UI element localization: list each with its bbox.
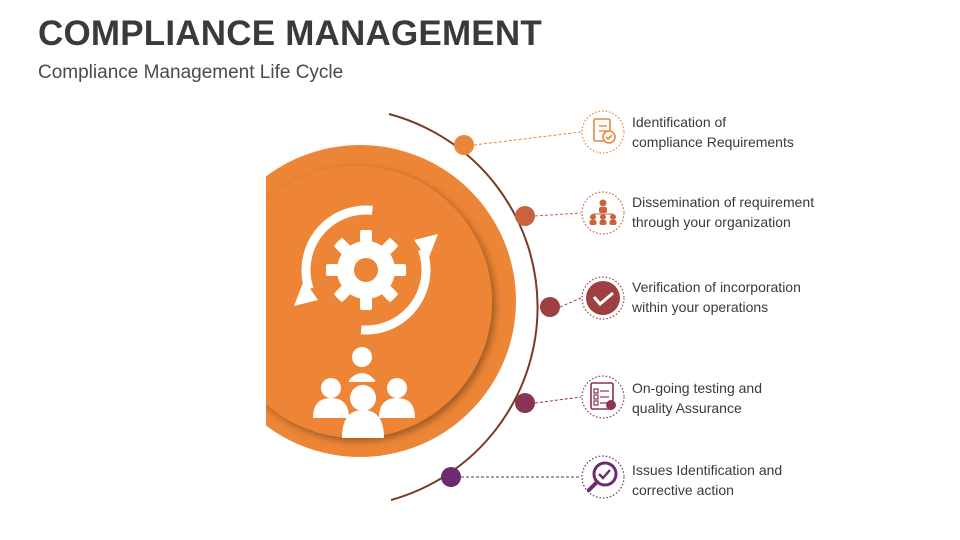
step-3-connector [559,297,582,308]
checkmark-circle-icon [586,281,620,315]
checklist-icon [593,118,616,144]
step-5-node [441,467,461,487]
step-1-line1: Identification of [632,114,727,130]
magnifier-check-icon [587,461,618,492]
step-1-icon-ring [581,110,625,154]
people-group-icon [313,347,415,438]
step-1-connector [473,131,582,146]
step-1-text: Identification of compliance Requirement… [632,112,794,152]
step-4-text: On-going testing and quality Assurance [632,378,762,418]
step-5-line2: corrective action [632,482,734,498]
gear-cycle-icon [294,205,438,335]
team-hierarchy-icon [589,199,617,225]
step-2-node [515,206,535,226]
step-5-line1: Issues Identification and [632,462,783,478]
test-report-icon [590,382,616,410]
step-1-line2: compliance Requirements [632,134,794,150]
step-2-text: Dissemination of requirement through you… [632,192,814,232]
step-3-node [540,297,560,317]
step-2-line1: Dissemination of requirement [632,194,815,210]
step-1-node [454,135,474,155]
step-3-line1: Verification of incorporation [632,279,801,295]
step-4-connector [534,396,582,404]
step-5-text: Issues Identification and corrective act… [632,460,782,500]
step-4-node [515,393,535,413]
step-3-line2: within your operations [632,299,769,315]
step-2-connector [534,212,582,217]
step-4-line1: On-going testing and [632,380,762,396]
page-subtitle: Compliance Management Life Cycle [38,62,344,83]
page-title: COMPLIANCE MANAGEMENT [38,14,542,53]
step-4-line2: quality Assurance [632,400,742,416]
step-3-text: Verification of incorporation within you… [632,277,801,317]
step-2-line2: through your organization [632,214,791,230]
